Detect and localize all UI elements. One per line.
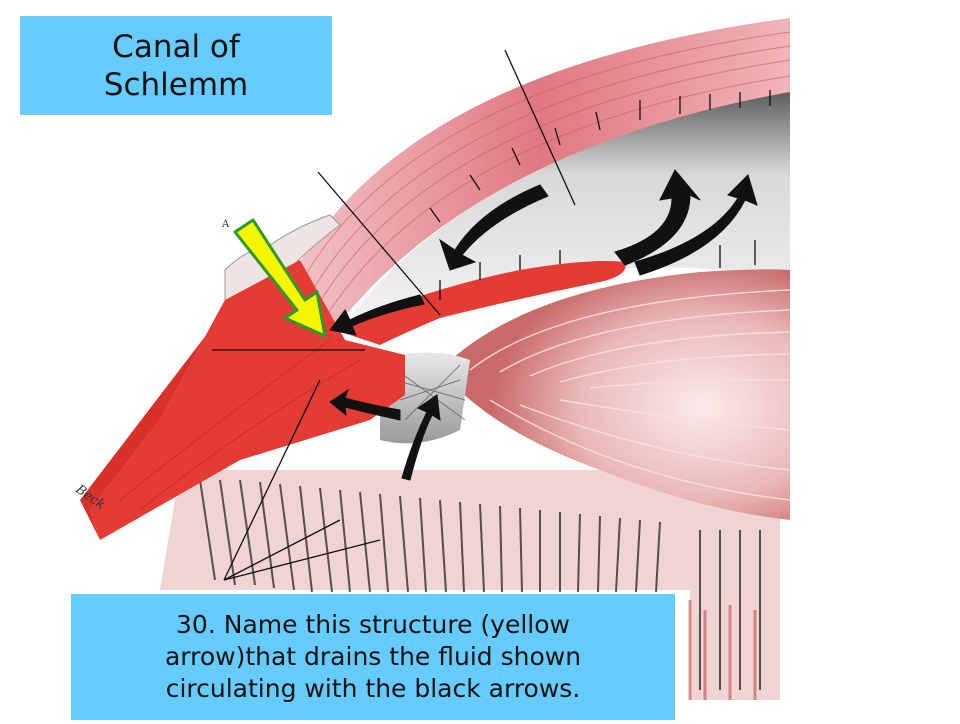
ciliary-body: [160, 470, 780, 700]
answer-label: Canal of Schlemm: [103, 28, 249, 103]
answer-label-box: Canal of Schlemm: [20, 16, 332, 115]
figure-letter: A: [222, 219, 230, 230]
yellow-pointer-arrow: [233, 218, 327, 338]
question-box: 30. Name this structure (yellow arrow)th…: [71, 594, 675, 720]
cornea: [290, 18, 790, 335]
leader-lines: [212, 49, 576, 581]
anterior-chamber: [340, 90, 790, 330]
question-text: 30. Name this structure (yellow arrow)th…: [164, 610, 582, 703]
iris: [335, 261, 626, 345]
sclera: [90, 260, 405, 540]
fluid-flow-arrows: [329, 169, 758, 481]
small-flow-arrows: [429, 90, 771, 300]
